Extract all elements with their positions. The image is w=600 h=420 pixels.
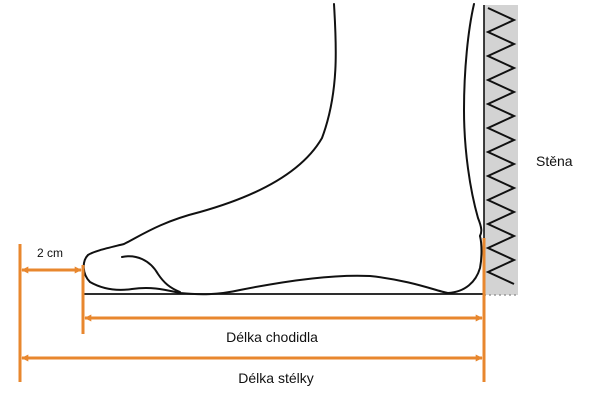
foot-outline xyxy=(82,3,483,296)
wall-label: Stěna xyxy=(536,153,573,169)
foot-length-label: Délka chodidla xyxy=(226,329,318,345)
wall xyxy=(483,5,518,296)
wall-panel xyxy=(484,5,518,295)
foot-heel-back xyxy=(463,3,483,237)
dimension-lines xyxy=(18,238,486,382)
wall-zigzag xyxy=(485,7,517,285)
insole-length-label: Délka stélky xyxy=(238,370,313,386)
foot-sole-and-front xyxy=(82,3,483,296)
allowance-label: 2 cm xyxy=(37,246,63,260)
toe-line xyxy=(121,255,181,293)
